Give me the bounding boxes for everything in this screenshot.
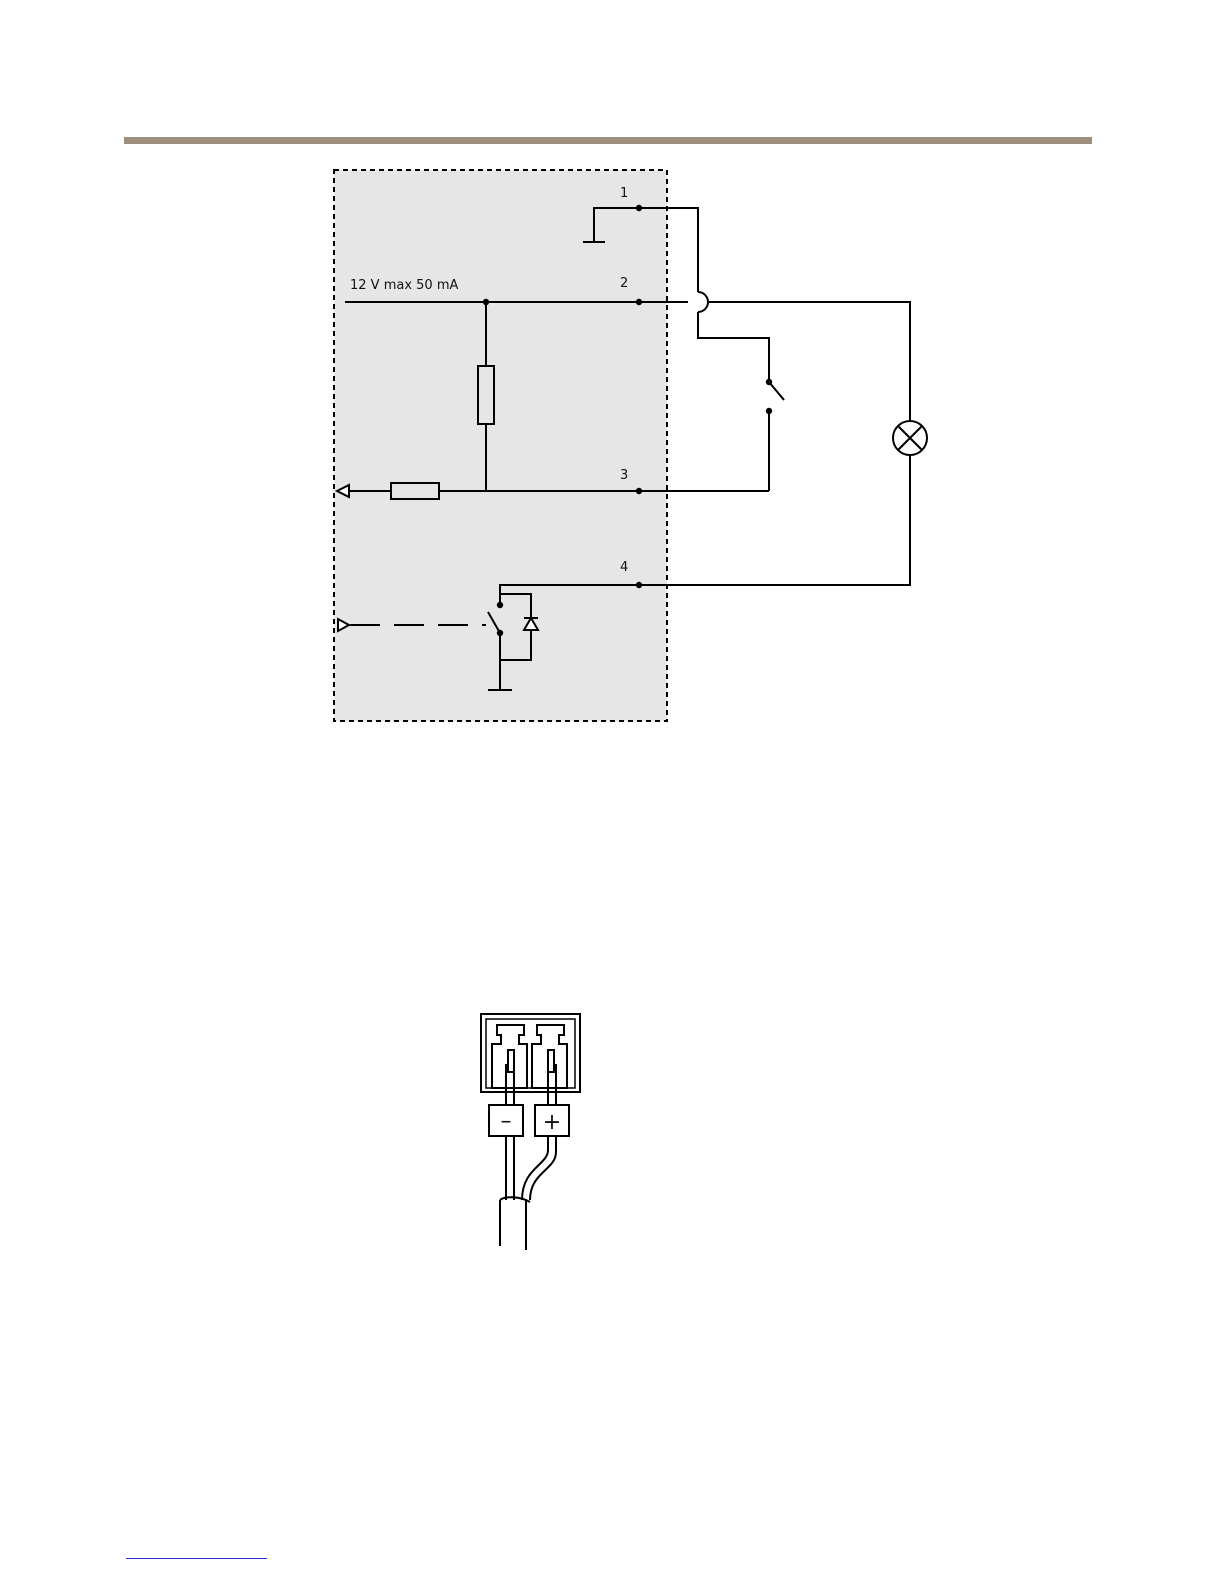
screw-terminal-right (532, 1025, 567, 1088)
plus-terminal-label: + (535, 1105, 569, 1136)
minus-sign: – (501, 1109, 512, 1134)
screw-terminal-left (492, 1025, 527, 1088)
minus-terminal-label: – (489, 1105, 523, 1136)
plus-sign: + (543, 1110, 561, 1135)
footer-link-underline[interactable] (126, 1558, 267, 1559)
